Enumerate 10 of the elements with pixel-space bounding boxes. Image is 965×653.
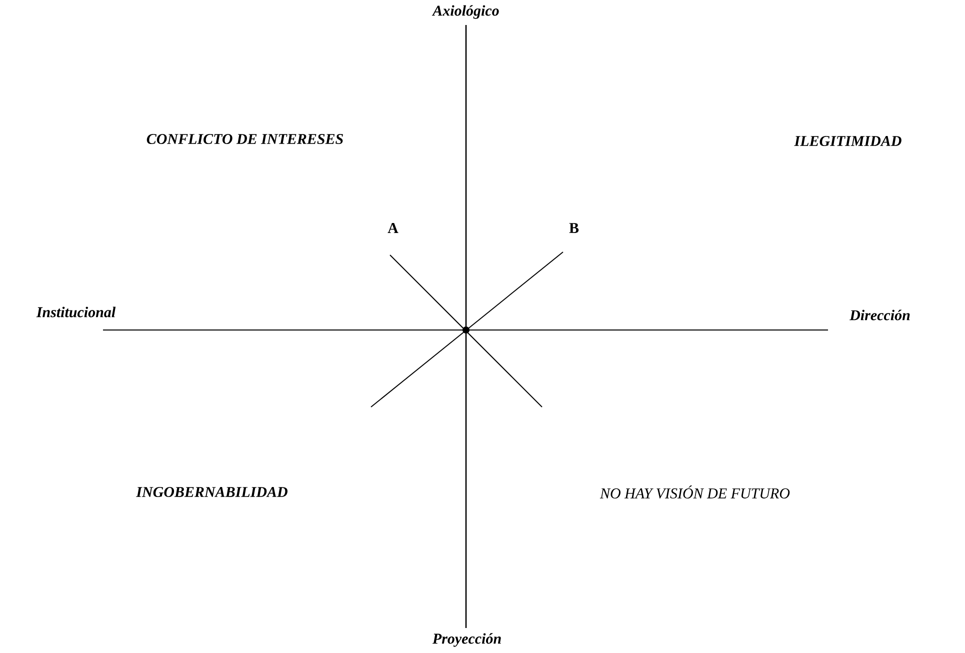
- quadrant-label: INGOBERNABILIDAD: [136, 486, 288, 498]
- quadrant-label: ILEGITIMIDAD: [794, 136, 902, 146]
- quadrant-label: NO HAY VISIÓN DE FUTURO: [600, 485, 790, 499]
- line-label: B: [569, 223, 579, 233]
- axis-label: Institucional: [36, 306, 116, 318]
- quadrant-label: CONFLICTO DE INTERESES: [146, 134, 343, 144]
- axis-label: Axiológico: [432, 5, 499, 19]
- axis-label: Dirección: [850, 310, 910, 320]
- line-label: A: [388, 223, 398, 233]
- axis-label: Proyección: [432, 633, 501, 647]
